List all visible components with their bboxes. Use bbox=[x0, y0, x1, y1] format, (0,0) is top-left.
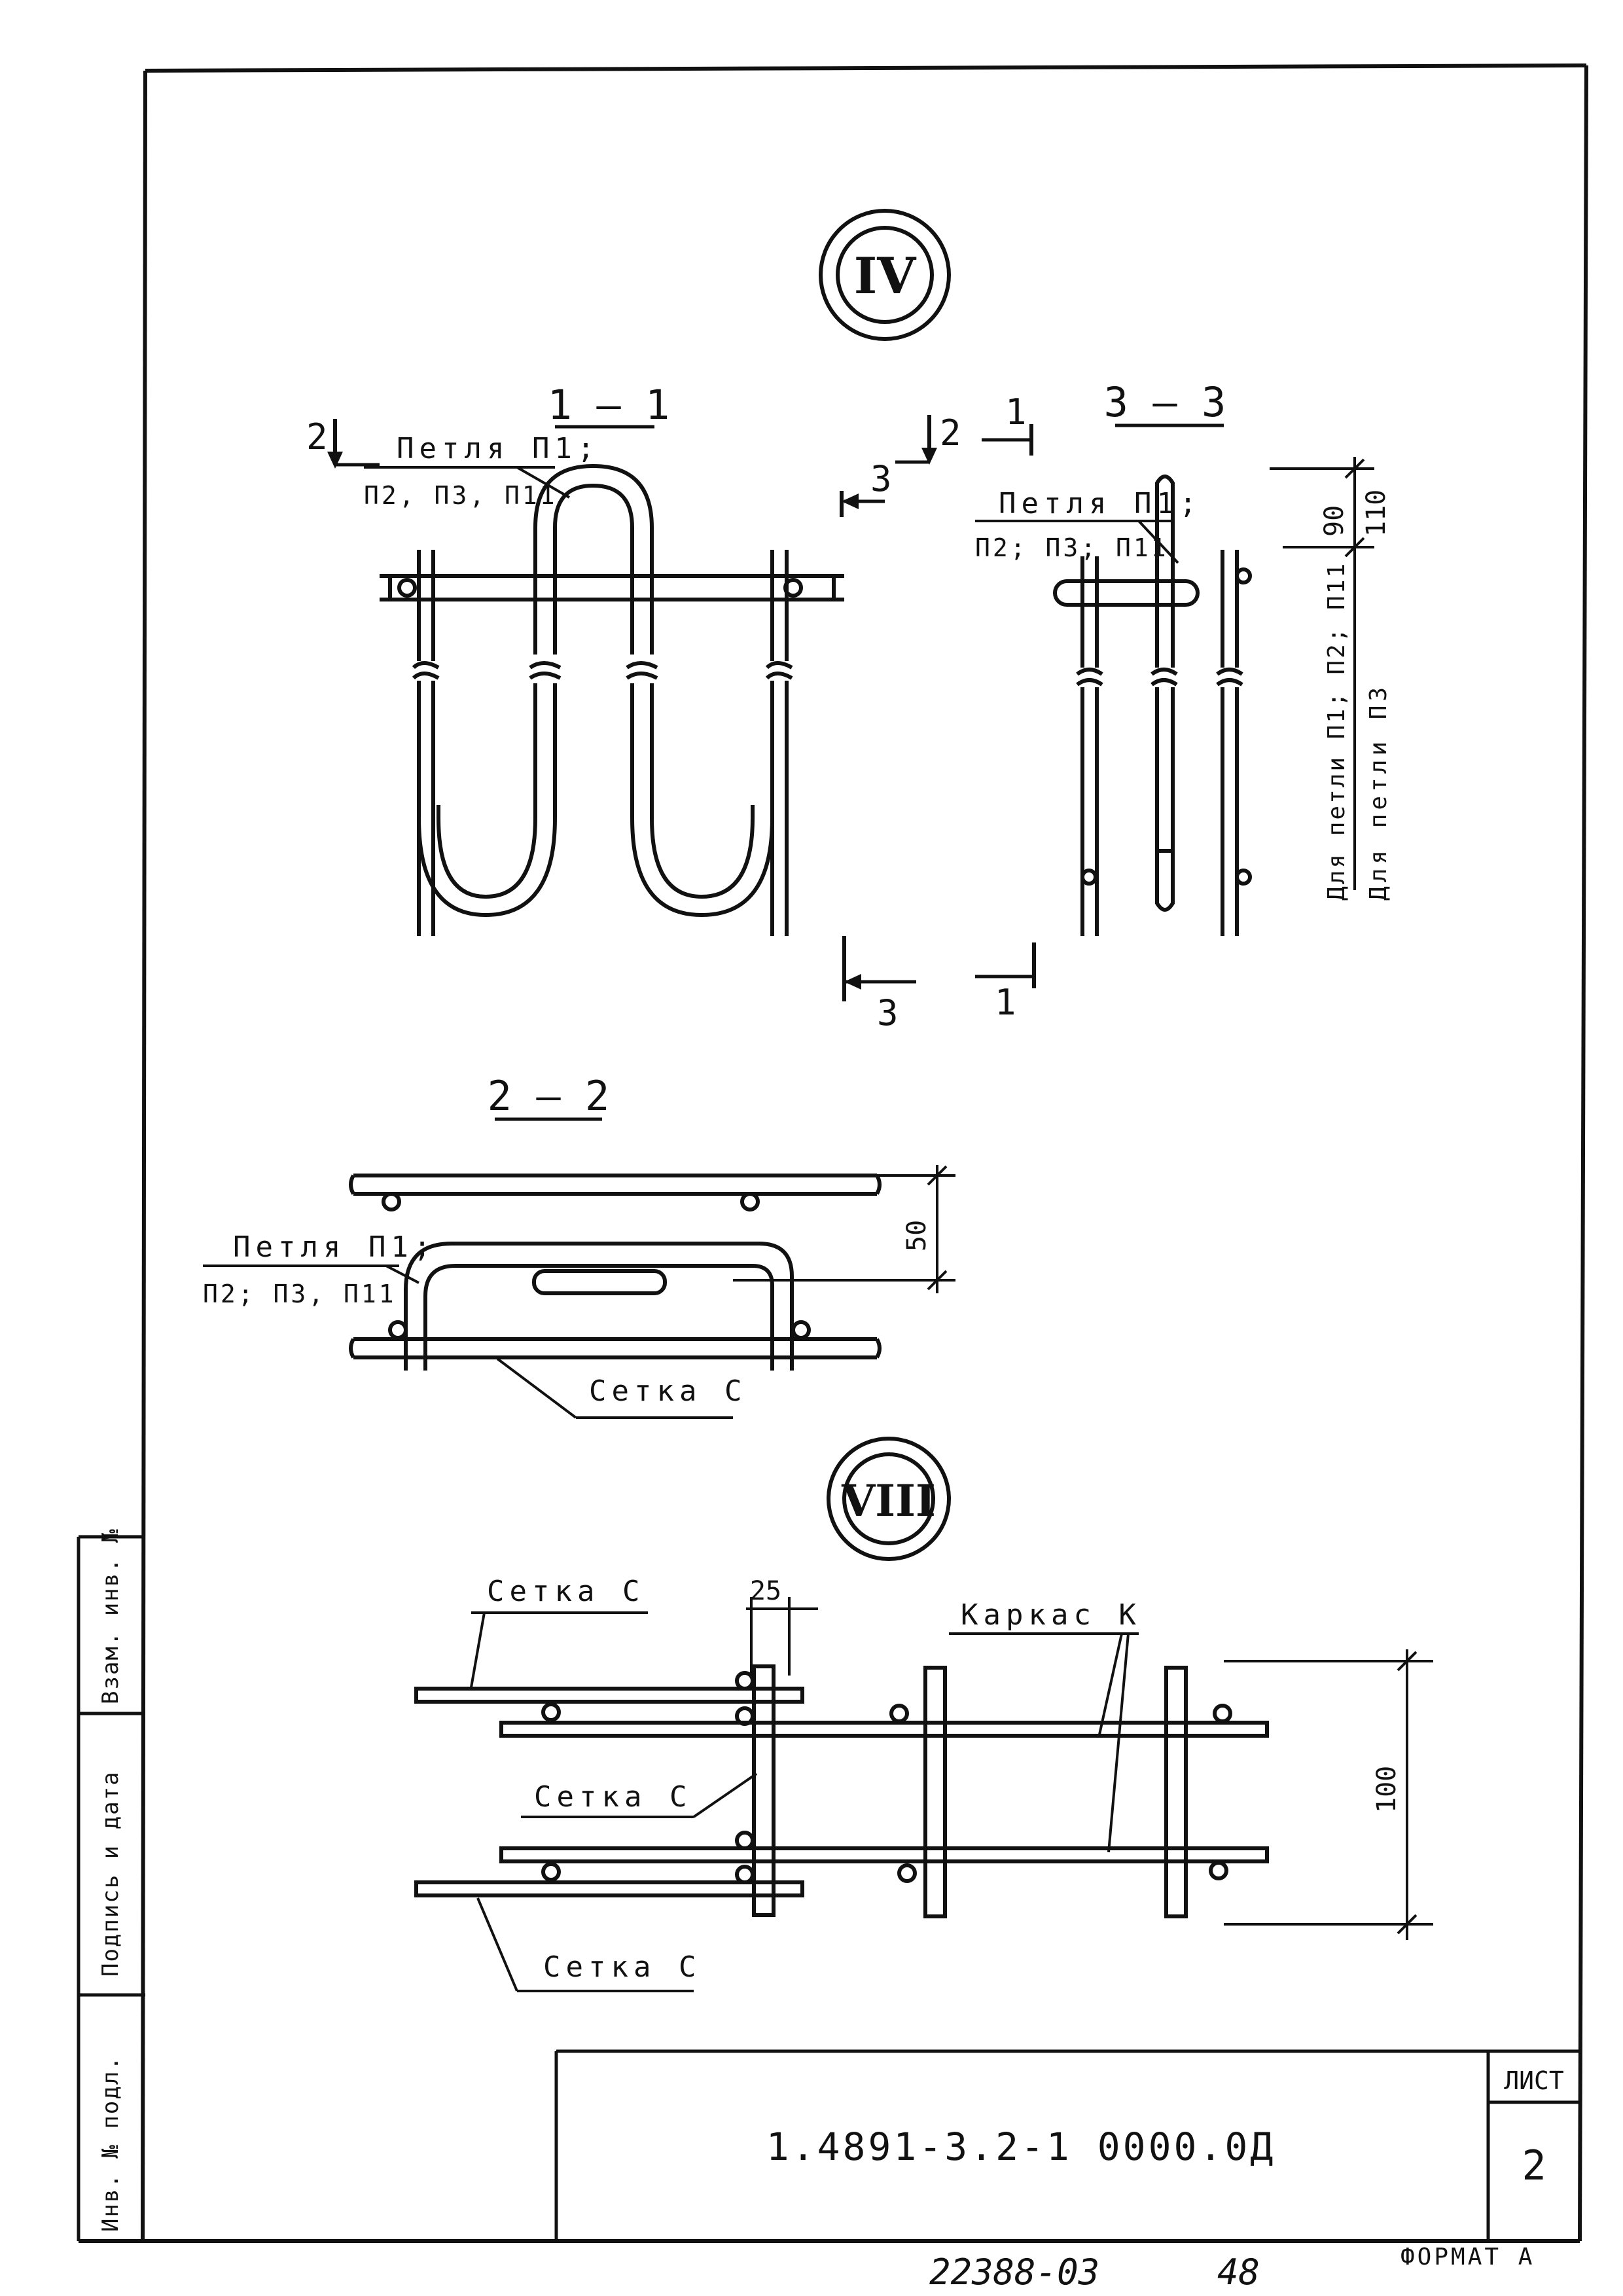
side-stamp-inv-no: Инв. № подл. bbox=[98, 2055, 124, 2232]
cut-2b-arrowhead bbox=[921, 448, 937, 465]
sheet-label: ЛИСТ bbox=[1504, 2066, 1564, 2095]
loop-label-6: П2; П3, П11 bbox=[203, 1280, 397, 1308]
mesh-mid-leader bbox=[692, 1772, 758, 1818]
note-loop-b: Для петли П3 bbox=[1365, 683, 1392, 901]
side-stamp-vzam-inv: Взам. инв. № bbox=[98, 1528, 124, 1704]
dims-90-110 bbox=[1270, 457, 1374, 890]
note-loop-a: Для петли П1; П2; П11 bbox=[1323, 562, 1350, 901]
loop-label-1: Петля П1; bbox=[397, 432, 599, 465]
loop-label-2: П2, П3, П11 bbox=[364, 481, 558, 510]
cut-3b-arrowhead bbox=[844, 974, 861, 990]
cut-2b: 2 bbox=[940, 412, 961, 454]
mesh-leader-2-2 bbox=[496, 1357, 577, 1419]
mesh-top-label: Сетка С bbox=[487, 1575, 645, 1608]
cut-3a: 3 bbox=[870, 458, 892, 499]
section-2-2-drawing bbox=[349, 1174, 882, 1371]
cut-2a: 2 bbox=[306, 416, 328, 457]
loop-label-4: П2; П3; П11 bbox=[975, 533, 1169, 562]
loop-leader-1 bbox=[516, 466, 570, 499]
node-viii-marker bbox=[827, 1437, 951, 1561]
section-3-3-drawing bbox=[1053, 475, 1252, 936]
frame-label: Каркас К bbox=[961, 1598, 1141, 1632]
dim-25 bbox=[746, 1597, 818, 1676]
mesh-top-leader bbox=[470, 1612, 486, 1688]
mesh-mid-label: Сетка С bbox=[534, 1780, 692, 1814]
cut-1b: 1 bbox=[995, 982, 1016, 1023]
section-3-3-title: 3 — 3 bbox=[1104, 378, 1226, 426]
dim-100 bbox=[1224, 1649, 1433, 1940]
dim-100-value: 100 bbox=[1372, 1766, 1402, 1813]
node-viii-mark: VIII bbox=[841, 1475, 936, 1526]
dim-50-value: 50 bbox=[902, 1220, 932, 1251]
bottom-page: 48 bbox=[1217, 2251, 1260, 2293]
dim-110: 110 bbox=[1361, 490, 1391, 537]
mesh-bot-label: Сетка С bbox=[543, 1950, 701, 1984]
dim-90: 90 bbox=[1319, 505, 1349, 537]
loop-leader-5 bbox=[385, 1265, 419, 1284]
loop-label-5: Петля П1; bbox=[233, 1230, 436, 1264]
sheet-frame bbox=[79, 63, 1588, 2243]
mesh-bot-leader bbox=[476, 1897, 518, 1992]
side-stamp bbox=[77, 1535, 145, 2241]
cut-1a: 1 bbox=[1005, 391, 1027, 433]
dim-25-value: 25 bbox=[750, 1576, 781, 1606]
section-1-1-drawing bbox=[380, 463, 844, 936]
sheet-number: 2 bbox=[1522, 2142, 1546, 2189]
side-stamp-sign-date: Подпись и дата bbox=[98, 1770, 124, 1977]
node-viii-drawing bbox=[414, 1664, 1269, 1918]
format-label: ФОРМАТ А bbox=[1400, 2244, 1535, 2270]
dim-50 bbox=[733, 1165, 955, 1293]
section-1-1-title: 1 — 1 bbox=[548, 381, 670, 429]
mesh-label-2-2: Сетка С bbox=[589, 1374, 747, 1408]
node-iv-mark: IV bbox=[854, 247, 918, 305]
section-2-2-title: 2 — 2 bbox=[488, 1072, 610, 1120]
cut-3b: 3 bbox=[877, 992, 899, 1033]
bottom-number: 22388-03 bbox=[929, 2251, 1099, 2293]
frame-leader-1 bbox=[1098, 1633, 1123, 1735]
node-iv-marker bbox=[819, 209, 951, 341]
frame-leader-2 bbox=[1107, 1633, 1130, 1853]
cut-3a-arrowhead bbox=[842, 493, 859, 509]
cut-2a-arrowhead bbox=[327, 452, 343, 469]
title-block bbox=[554, 2049, 1580, 2241]
drawing-code: 1.4891-3.2-1 0000.0Д bbox=[766, 2125, 1275, 2169]
loop-label-3: Петля П1; bbox=[999, 487, 1202, 520]
